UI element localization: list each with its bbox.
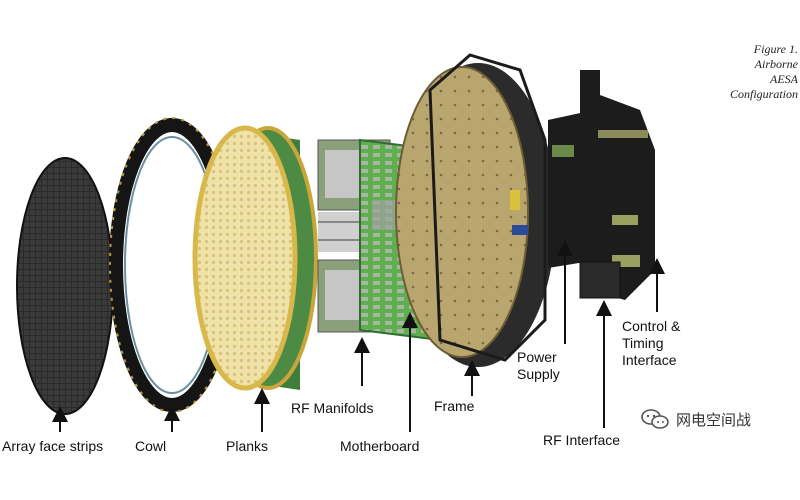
label-motherboard: Motherboard: [340, 438, 420, 454]
caption-line: Airborne: [754, 57, 798, 71]
frame: [395, 53, 556, 367]
label-control-timing-interface: Control & Timing Interface: [622, 318, 680, 369]
label-rf-manifolds: RF Manifolds: [291, 400, 374, 416]
caption-line: Configuration: [729, 87, 798, 101]
caption-line: AESA: [770, 72, 798, 86]
figure-caption: Figure 1. Airborne AESA Configuration: [688, 42, 798, 102]
label-power-supply: Power Supply: [517, 349, 560, 383]
label-cowl: Cowl: [135, 438, 167, 454]
label-planks: Planks: [226, 438, 269, 454]
label-line: Power: [517, 349, 557, 365]
label-line: Timing: [622, 335, 664, 351]
label-line: Supply: [517, 366, 560, 382]
array-face-strips: [16, 157, 114, 415]
caption-line: Figure 1.: [753, 42, 798, 56]
power-supply: [548, 112, 585, 268]
label-array-face-strips: Array face strips: [2, 438, 104, 454]
label-line: Control &: [622, 318, 681, 334]
label-frame: Frame: [434, 398, 475, 414]
wechat-icon: [641, 409, 669, 429]
label-rf-interface: RF Interface: [543, 432, 621, 448]
control-timing-electronics: [579, 70, 655, 300]
planks: [192, 125, 318, 391]
watermark: 网电空间战: [640, 408, 751, 430]
leader-arrows: [52, 240, 665, 432]
label-line: Interface: [622, 352, 677, 368]
watermark-text: 网电空间战: [676, 411, 752, 429]
